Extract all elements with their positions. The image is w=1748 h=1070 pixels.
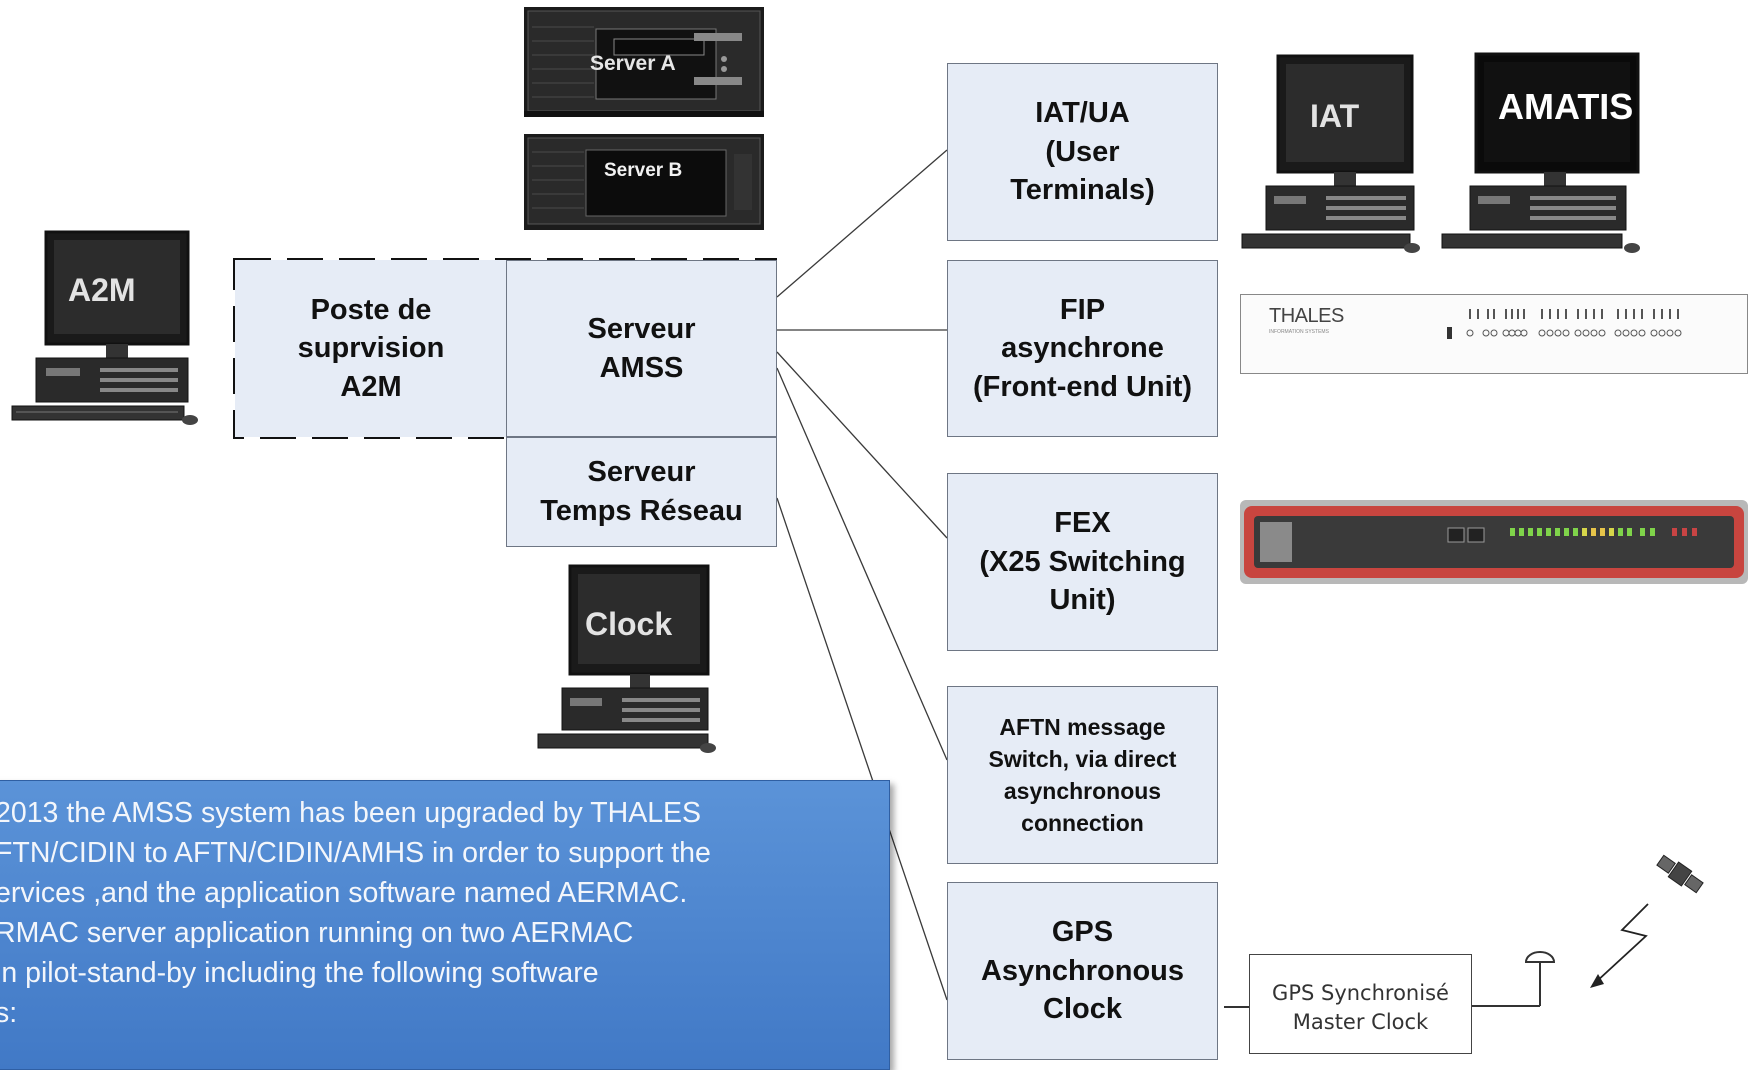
iat-terminal-label: IAT <box>1310 98 1360 134</box>
gps-master-line2: Master Clock <box>1292 1010 1429 1034</box>
poste-supervision-box: Poste de suprvision A2M <box>235 260 507 437</box>
serveur-amss-box: Serveur AMSS <box>506 260 777 437</box>
thales-fip-device: THALES INFORMATION SYSTEMS <box>1240 294 1748 374</box>
line-to-aftn <box>776 367 948 761</box>
thales-brand: THALES <box>1269 305 1344 327</box>
line-to-fex <box>776 351 948 539</box>
note-line-4: RMAC server application running on two A… <box>0 917 634 949</box>
iat-ua-label: IAT/UA (User Terminals) <box>1010 97 1155 207</box>
gps-link-line <box>1224 1006 1250 1008</box>
line-to-iat-ua <box>776 149 948 298</box>
clock-terminal-label: Clock <box>585 606 673 642</box>
serveur-temps-box: Serveur Temps Réseau <box>506 437 777 547</box>
amatis-terminal <box>1441 52 1640 253</box>
a2m-terminal <box>11 230 198 425</box>
poste-supervision-label: Poste de suprvision A2M <box>297 293 445 403</box>
serveur-temps-label: Serveur Temps Réseau <box>540 456 743 527</box>
description-note: 2013 the AMSS system has been upgraded b… <box>0 780 890 1070</box>
gps-box: GPS Asynchronous Clock <box>947 882 1218 1060</box>
line-to-gps <box>776 497 948 1001</box>
a2m-terminal-label: A2M <box>68 272 136 308</box>
iat-terminal <box>1241 54 1420 253</box>
port-leds <box>1447 309 1682 339</box>
serveur-amss-label: Serveur AMSS <box>587 312 696 384</box>
amatis-terminal-label: AMATIS <box>1498 86 1634 127</box>
gps-master-line1: GPS Synchronisé <box>1272 981 1449 1005</box>
fip-box: FIP asynchrone (Front-end Unit) <box>947 260 1218 437</box>
gps-label: GPS Asynchronous Clock <box>980 916 1185 1026</box>
iat-ua-box: IAT/UA (User Terminals) <box>947 63 1218 241</box>
note-line-3: ervices ,and the application software na… <box>0 877 688 909</box>
aftn-box: AFTN message Switch, via direct asynchro… <box>947 686 1218 864</box>
fex-box: FEX (X25 Switching Unit) <box>947 473 1218 651</box>
fex-device <box>1240 500 1748 584</box>
aftn-label: AFTN message Switch, via direct asynchro… <box>988 713 1177 837</box>
thales-subtitle: INFORMATION SYSTEMS <box>1269 329 1329 335</box>
note-line-5: in pilot-stand-by including the followin… <box>0 957 599 989</box>
note-line-1: 2013 the AMSS system has been upgraded b… <box>0 797 702 829</box>
note-line-2: FTN/CIDIN to AFTN/CIDIN/AMHS in order to… <box>0 837 711 869</box>
gps-satellite-icon <box>1472 854 1704 1007</box>
server-b-label: Server B <box>604 160 683 181</box>
server-a-label: Server A <box>590 52 676 75</box>
server-a-rack <box>524 7 764 117</box>
fex-label: FEX (X25 Switching Unit) <box>979 507 1186 617</box>
clock-terminal <box>537 564 716 753</box>
server-b-rack <box>524 134 764 230</box>
fip-label: FIP asynchrone (Front-end Unit) <box>972 293 1193 403</box>
gps-master-clock-box: GPS Synchronisé Master Clock <box>1249 954 1472 1054</box>
note-line-6: s: <box>0 997 18 1029</box>
